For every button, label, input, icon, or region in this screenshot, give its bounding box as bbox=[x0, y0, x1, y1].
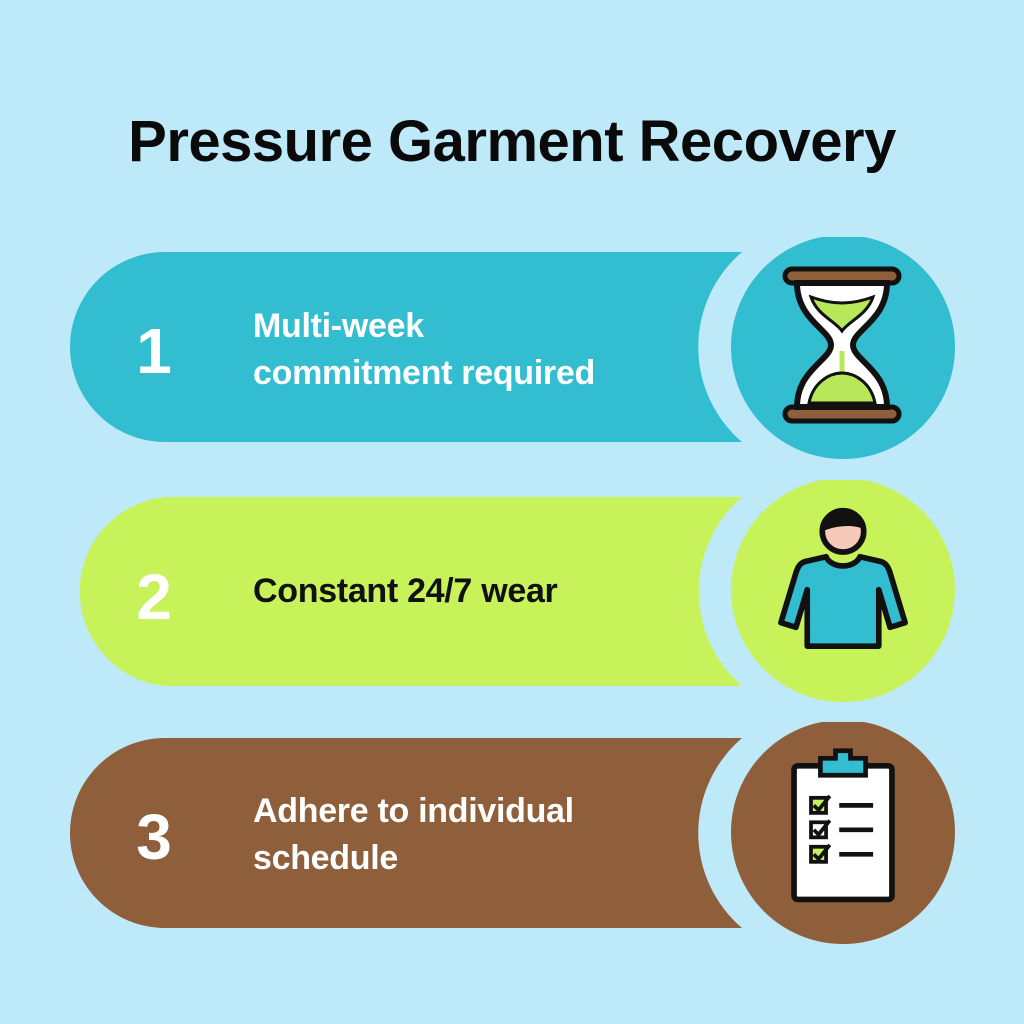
hourglass-icon bbox=[782, 266, 902, 424]
page-title: Pressure Garment Recovery bbox=[128, 109, 896, 174]
step-text: Constant 24/7 wear bbox=[253, 572, 558, 610]
person-shirt-icon bbox=[778, 507, 908, 650]
step-number: 1 bbox=[136, 315, 172, 387]
step-text: Multi-week commitment required bbox=[253, 303, 595, 397]
step-2: 2 Constant 24/7 wear bbox=[0, 480, 1024, 720]
step-text: Adhere to individual schedule bbox=[253, 788, 574, 882]
step-number: 3 bbox=[136, 801, 172, 873]
step-text-line: schedule bbox=[253, 839, 398, 877]
step-text-line: Adhere to individual bbox=[253, 792, 574, 830]
step-text-line: commitment required bbox=[253, 354, 595, 392]
step-text-line: Multi-week bbox=[253, 307, 424, 345]
clipboard-checklist-icon bbox=[791, 748, 895, 903]
step-3: 3 Adhere to individual schedule bbox=[0, 722, 1024, 962]
step-number: 2 bbox=[136, 561, 172, 633]
step-1: 1 Multi-week commitment required bbox=[0, 237, 1024, 477]
